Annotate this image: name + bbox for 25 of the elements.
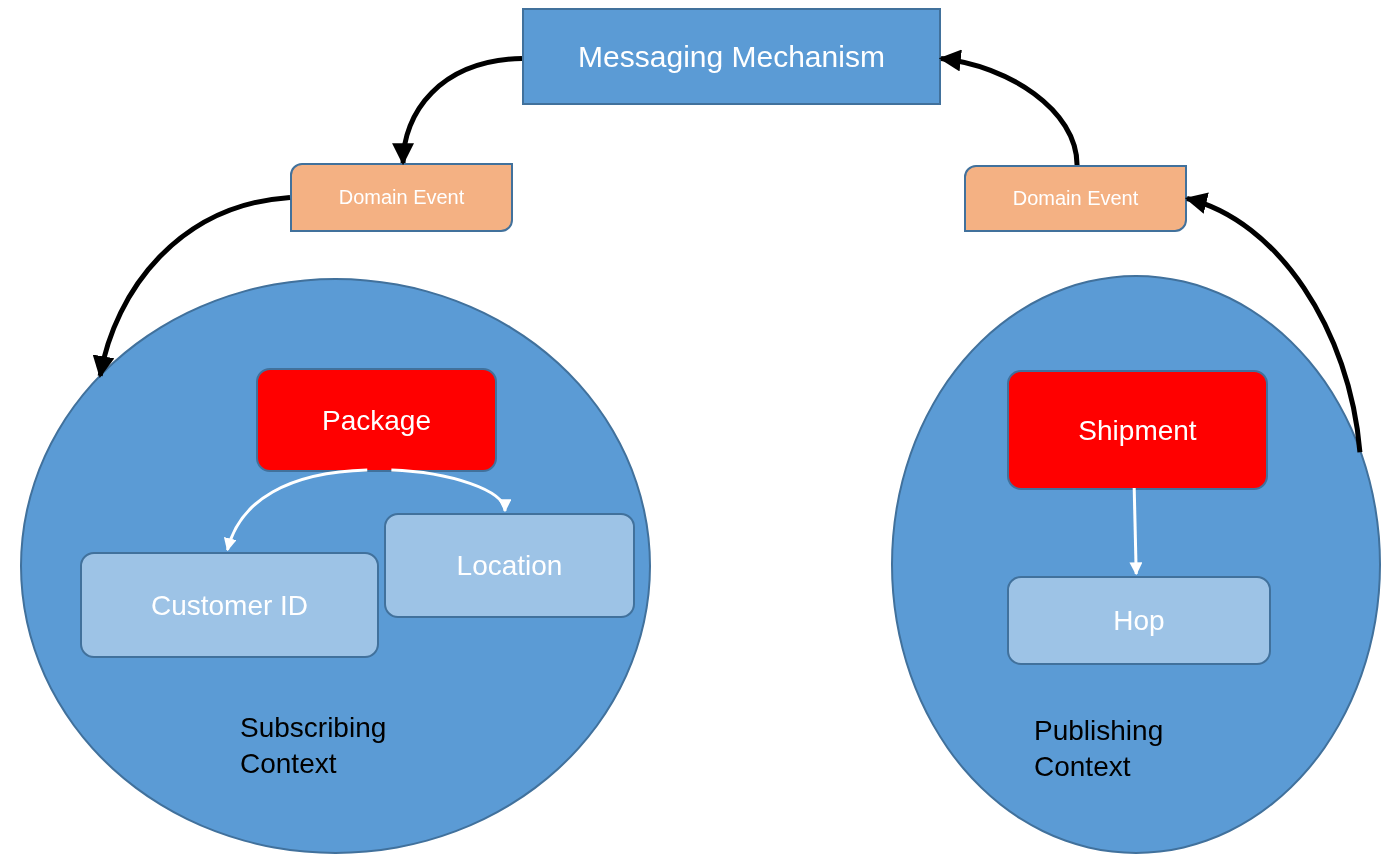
entity-box [256,368,497,472]
arrow [93,195,291,379]
context-label: Publishing Context [1034,714,1165,785]
node-label: Package [322,403,431,438]
node-label: Domain Event [1012,186,1139,211]
node-label: Customer ID [150,588,309,623]
event-box [290,163,513,232]
node-label: Messaging Mechanism [578,38,885,75]
node-label: Shipment [1078,413,1197,448]
arrow [391,468,509,513]
node-label: Hop [1113,604,1165,638]
node-label: Domain Event [338,185,465,210]
process-box [522,8,941,105]
event-box [964,165,1187,232]
arrow [393,55,523,166]
arrow [1184,194,1363,453]
entity-box [1007,370,1268,490]
value-box [80,552,379,658]
value-box [1007,576,1271,665]
context-label: Subscribing Context [240,711,388,782]
arrow [1129,487,1143,576]
value-box [384,513,635,618]
arrow [938,50,1080,166]
node-label: Location [456,549,563,583]
arrow [224,468,368,552]
